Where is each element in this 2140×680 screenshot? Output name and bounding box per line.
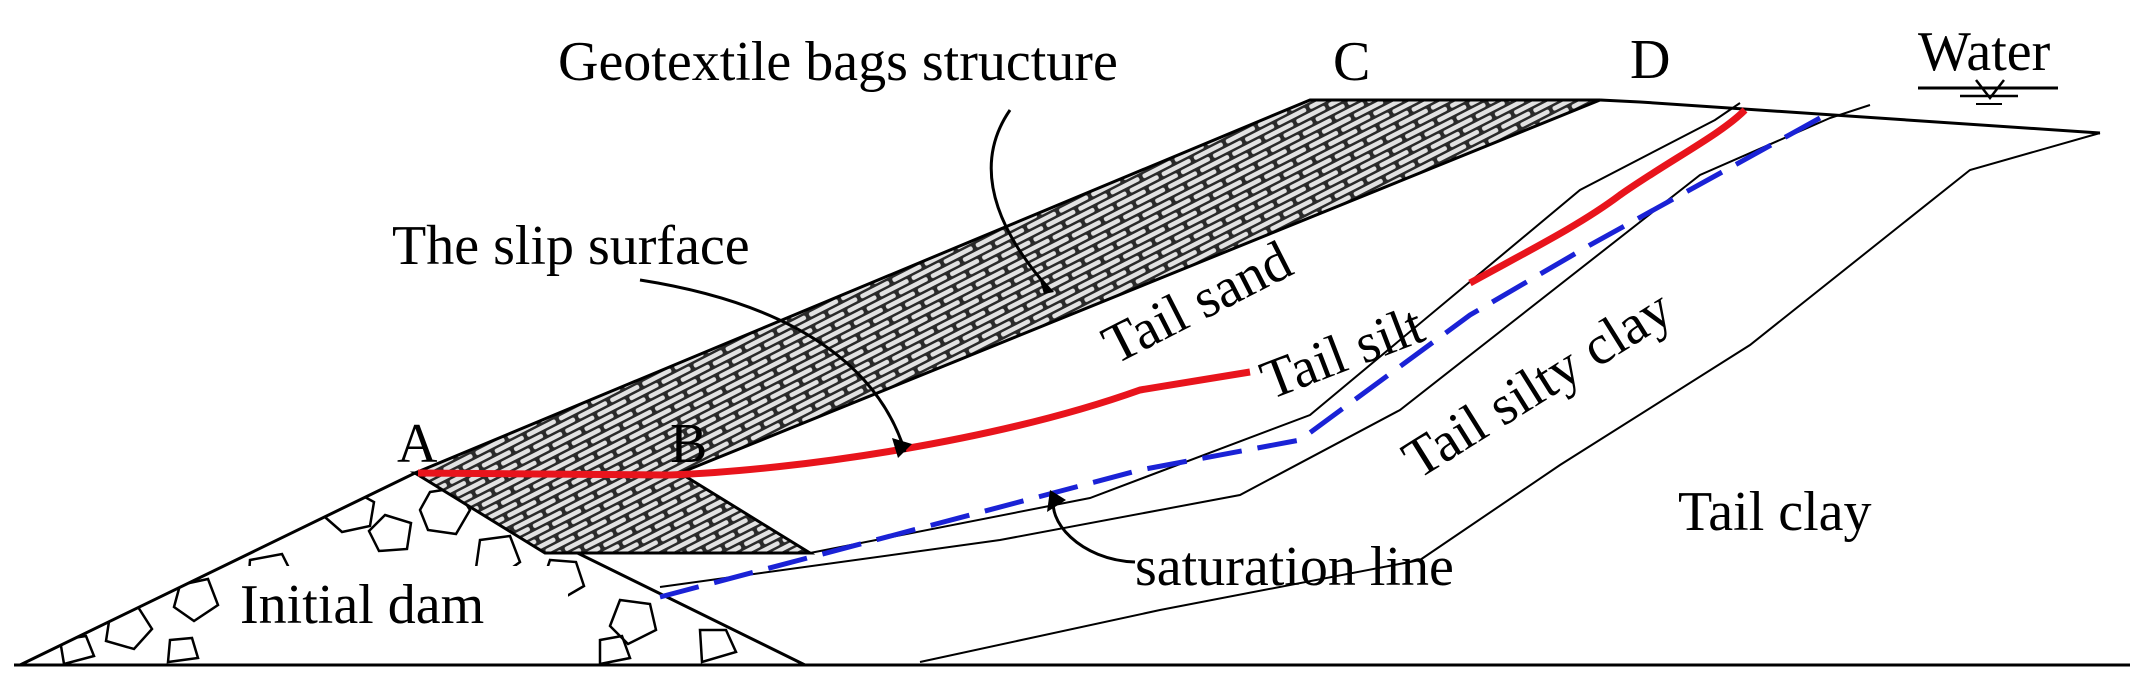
water-level-symbol: [1918, 79, 2058, 105]
boundary-silt-silty-clay: [659, 104, 1871, 588]
point-a-label: A: [397, 413, 438, 475]
point-d-label: D: [1630, 29, 1670, 91]
saturation-line-label: saturation line: [1135, 536, 1454, 598]
leader-arrows: [639, 109, 1136, 564]
slip-arrowhead: [892, 438, 912, 458]
point-b-label: B: [670, 413, 707, 475]
geotextile-label: Geotextile bags structure: [558, 31, 1118, 93]
crest-line: [1599, 98, 2101, 135]
layer-boundaries: [659, 98, 2101, 663]
saturation-line: [659, 115, 1822, 600]
slip-leader: [639, 278, 907, 453]
boundary-tail-sand-silt: [809, 102, 1741, 554]
geotextile-arrowhead: [1038, 274, 1054, 294]
geotextile-bags-structure: [409, 98, 1601, 555]
tail-clay-label: Tail clay: [1678, 481, 1872, 543]
boundary-silty-clay-clay: [919, 132, 2101, 663]
geotextile-leader: [989, 109, 1052, 291]
saturation-arrowhead: [1047, 490, 1066, 512]
initial-dam: Initial dam: [19, 471, 806, 667]
tail-silt-label: Tail silt: [1252, 294, 1432, 413]
initial-dam-label: Initial dam: [240, 574, 484, 636]
water-label: Water: [1918, 21, 2051, 83]
point-c-label: C: [1333, 31, 1370, 93]
slip-surface-upper: [1468, 107, 1748, 287]
slip-surface-label: The slip surface: [392, 215, 750, 277]
